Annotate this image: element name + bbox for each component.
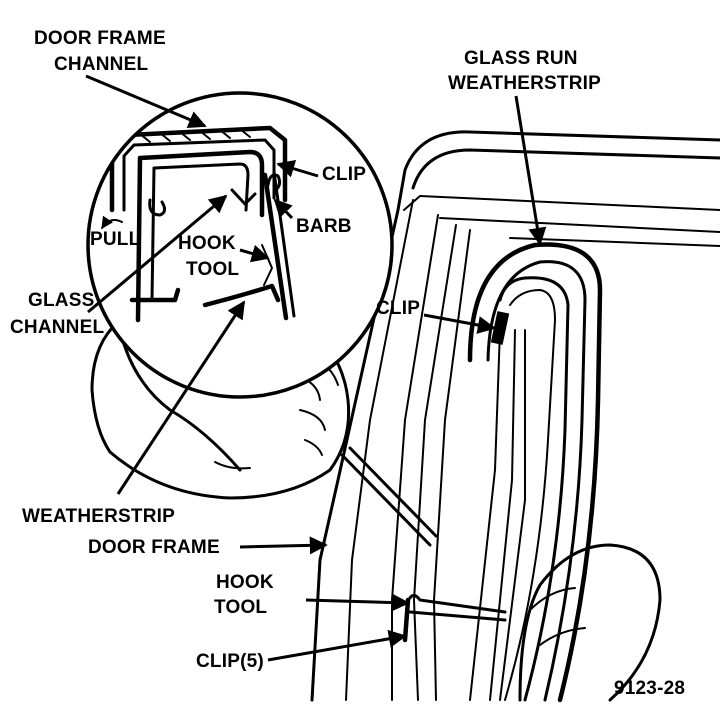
label-glass-run-weatherstrip-1: GLASS RUN xyxy=(464,48,578,69)
label-door-frame: DOOR FRAME xyxy=(88,537,220,558)
label-clip-main: CLIP xyxy=(376,298,420,319)
label-hook-tool-detail-1: HOOK xyxy=(178,233,236,254)
leader-door-frame-channel xyxy=(85,74,207,129)
figure-id: 9123-28 xyxy=(614,678,685,699)
label-glass-channel-2: CHANNEL xyxy=(10,317,104,338)
label-hook-tool-main-1: HOOK xyxy=(216,572,274,593)
leader-glass-run-weatherstrip xyxy=(514,95,547,246)
leader-door-frame xyxy=(239,536,328,555)
leader-clip-main xyxy=(423,313,496,334)
label-glass-run-weatherstrip-2: WEATHERSTRIP xyxy=(448,73,601,94)
label-clip-count: CLIP(5) xyxy=(196,651,264,672)
leader-hook-tool-detail xyxy=(239,244,270,263)
label-clip-detail: CLIP xyxy=(322,164,366,185)
leader-barb xyxy=(273,198,294,220)
leader-hook-tool-main xyxy=(305,593,410,612)
detail-circle xyxy=(86,91,394,399)
leader-glass-channel xyxy=(87,194,228,314)
leader-clip-count xyxy=(267,629,407,662)
leader-clip-detail xyxy=(276,160,319,178)
label-pull: PULL xyxy=(90,229,141,250)
label-barb: BARB xyxy=(296,216,352,237)
label-weatherstrip: WEATHERSTRIP xyxy=(22,506,175,527)
leader-lines xyxy=(85,74,547,662)
label-glass-channel-1: GLASS xyxy=(28,290,94,311)
leader-weatherstrip xyxy=(116,300,246,495)
label-door-frame-channel-1: DOOR FRAME xyxy=(34,28,166,49)
labels: DOOR FRAME CHANNEL CLIP BARB PULL HOOK T… xyxy=(10,28,685,699)
label-hook-tool-detail-2: TOOL xyxy=(186,259,239,280)
label-hook-tool-main-2: TOOL xyxy=(214,597,267,618)
label-door-frame-channel-2: CHANNEL xyxy=(54,54,148,75)
